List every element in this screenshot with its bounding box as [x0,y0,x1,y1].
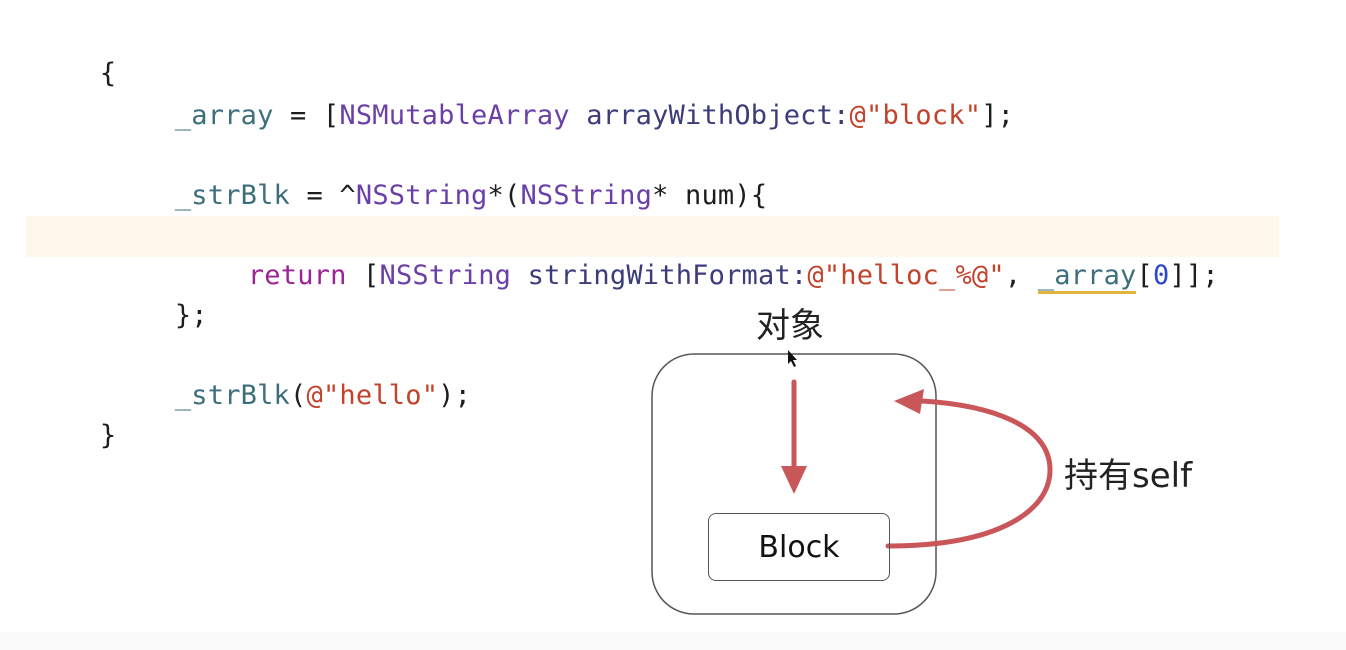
bracket-token: [ [1136,260,1153,291]
block-holds-self-arrow-head [894,389,924,414]
open-paren: ( [290,380,307,411]
block-box: Block [708,513,890,581]
footer-band [0,632,1346,650]
open-token: [ [346,260,380,291]
rest-token: * num){ [652,180,768,211]
assign-token: = [ [273,100,340,131]
comma-token: , [1004,260,1038,291]
close-brace: } [99,420,117,451]
code-line-call: _strBlk(@"hello"); [109,336,471,411]
code-line-close-brace: } [34,376,116,451]
strblk-call-var: _strBlk [174,380,291,411]
hold-self-label: 持有self [1064,456,1193,496]
end-token: ]]; [1169,260,1219,291]
mouse-cursor-icon [788,350,797,367]
code-line-close-block: }; [109,256,208,331]
array-var: _array [174,100,274,131]
code-line-open-brace: { [34,14,116,89]
code-line-strblk: _strBlk = ^NSString*(NSString* num){ [109,136,767,211]
object-label: 对象 [756,306,824,346]
return-keyword: return [247,260,347,291]
end-token: ]; [981,100,1015,131]
index-token: 0 [1152,260,1170,291]
class-token: NSString [520,180,653,211]
close-block: }; [174,300,208,331]
string-token: @"block" [849,100,982,131]
object-box [651,353,937,615]
code-line-array: _array = [NSMutableArray arrayWithObject… [109,56,1014,131]
method-token: arrayWithObject: [586,100,850,131]
class-token: NSString [379,260,512,291]
assign-token: = ^ [290,180,356,211]
array-var-warning[interactable]: _array [1037,260,1137,294]
string-token: @"helloc_%@" [807,260,1005,291]
code-line-return: return [NSString stringWithFormat:@"hell… [182,216,1219,294]
class-token: NSMutableArray [339,100,570,131]
class-token: NSString [355,180,488,211]
string-token: @"hello" [306,380,439,411]
open-brace: { [99,58,117,89]
block-holds-self-arrow-curve [885,398,1053,549]
punct-token: *( [487,180,521,211]
current-line-highlight [26,216,1279,257]
object-to-block-arrow-head [781,466,807,494]
block-label: Block [758,529,840,565]
strblk-var: _strBlk [174,180,291,211]
method-token: stringWithFormat: [527,260,808,291]
end-token: ); [438,380,472,411]
